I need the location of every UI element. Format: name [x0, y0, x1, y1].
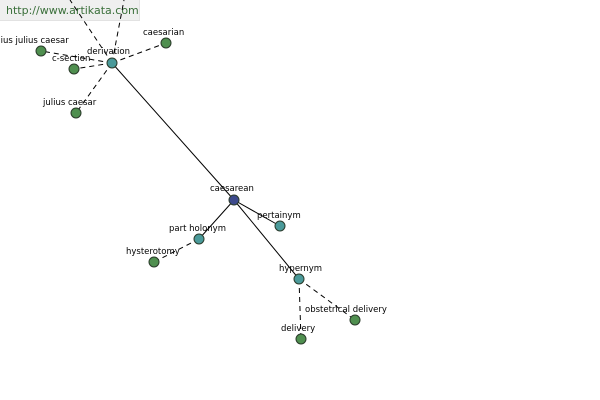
node-hysterotomy[interactable] [148, 256, 160, 268]
label-hypernym[interactable]: hypernym [279, 264, 322, 274]
edge-derivation-offscreen-a [111, 0, 125, 64]
node-hypernym[interactable] [293, 273, 305, 285]
edge-root-pertainym [233, 199, 281, 227]
node-part-holonym[interactable] [193, 233, 205, 245]
label-part-holonym[interactable]: part holonym [169, 224, 226, 234]
edge-root-derivation [111, 62, 235, 201]
node-gaius-julius-caesar[interactable] [35, 45, 47, 57]
edge-derivation-gaius-julius-caesar [40, 50, 113, 64]
node-julius-caesar[interactable] [70, 107, 82, 119]
label-gaius-julius-caesar[interactable]: gaius julius caesar [0, 36, 69, 46]
label-caesarian[interactable]: caesarian [143, 28, 184, 38]
node-root[interactable] [228, 194, 240, 206]
artikata-watermark[interactable]: http://www.artikata.com [0, 0, 140, 21]
label-pertainym[interactable]: pertainym [257, 211, 301, 221]
label-derivation[interactable]: derivation [87, 47, 130, 57]
label-obstetrical-delivery[interactable]: obstetrical delivery [305, 305, 387, 315]
label-delivery[interactable]: delivery [281, 324, 315, 334]
node-caesarian[interactable] [160, 37, 172, 49]
edge-derivation-c-section [73, 62, 113, 70]
node-c-section[interactable] [68, 63, 80, 75]
label-root[interactable]: caesarean [210, 184, 254, 194]
edge-hypernym-delivery [298, 278, 302, 340]
label-julius-caesar[interactable]: julius caesar [42, 98, 97, 108]
label-hysterotomy[interactable]: hysterotomy [126, 247, 180, 257]
node-obstetrical-delivery[interactable] [349, 314, 361, 326]
edge-derivation-offscreen-b [69, 0, 113, 64]
node-derivation[interactable] [106, 57, 118, 69]
edge-derivation-julius-caesar [75, 62, 113, 114]
edge-root-hypernym [233, 199, 300, 280]
node-pertainym[interactable] [274, 220, 286, 232]
edge-root-part-holonym [198, 199, 235, 240]
edge-hypernym-obstetrical-delivery [298, 278, 356, 321]
node-delivery[interactable] [295, 333, 307, 345]
label-c-section[interactable]: c-section [52, 54, 90, 64]
graph-edges [40, 0, 356, 340]
edge-derivation-caesarian [111, 42, 167, 64]
graph-nodes [35, 37, 361, 345]
graph-labels: caesarean derivation caesarian gaius jul… [0, 28, 387, 334]
